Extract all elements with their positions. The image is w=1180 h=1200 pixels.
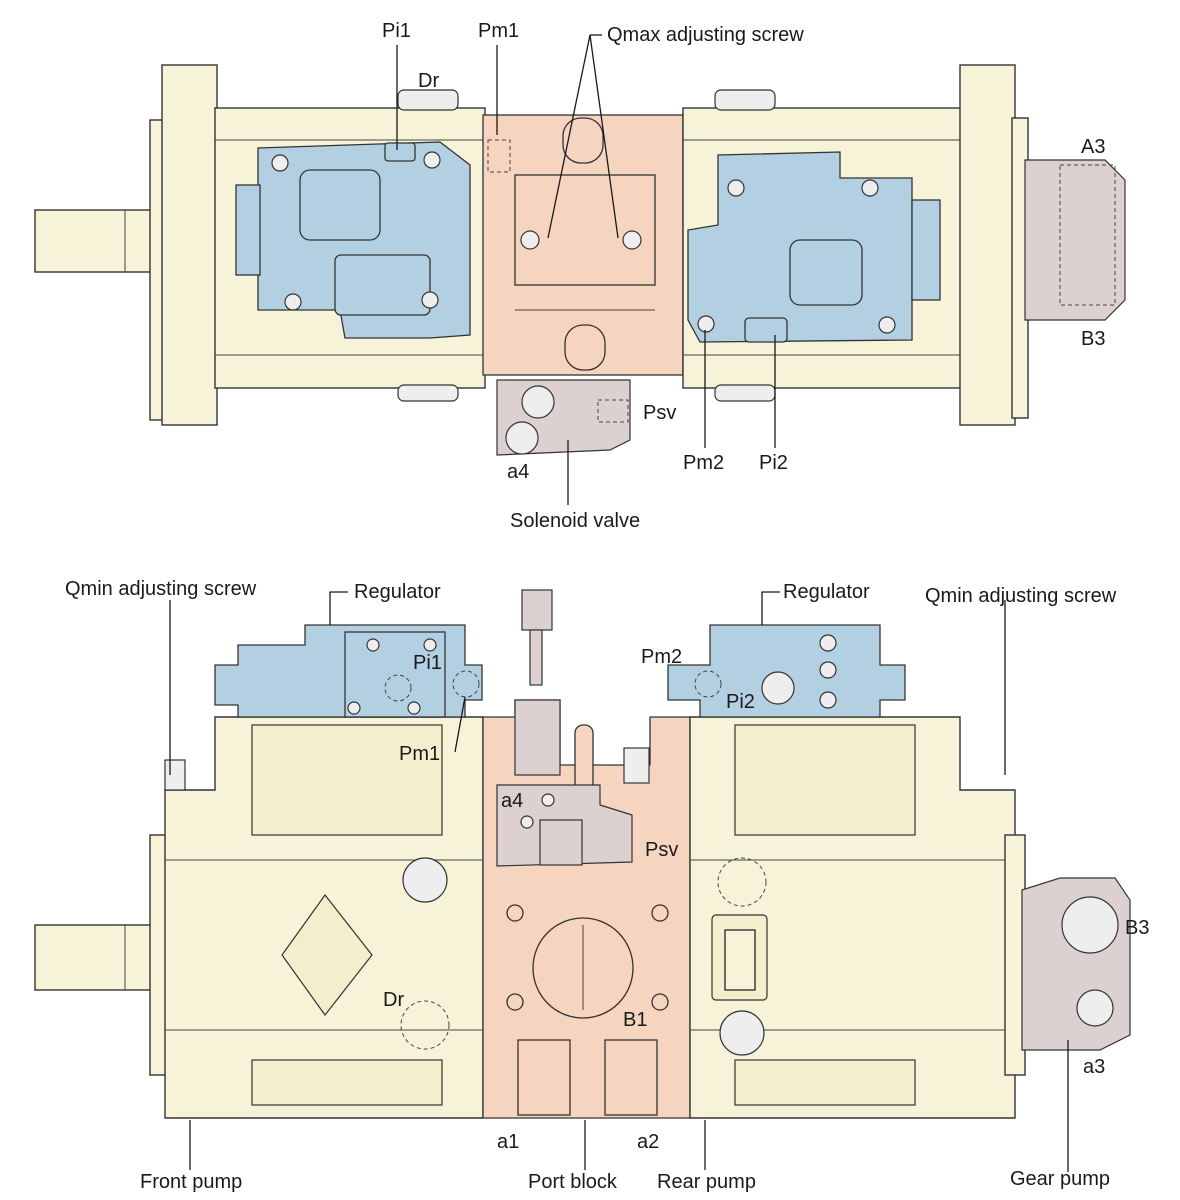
side-label-psv: Psv xyxy=(645,839,678,861)
top-label-psv: Psv xyxy=(643,402,676,424)
top-label-pm2: Pm2 xyxy=(683,452,724,474)
side-label-rear-pump: Rear pump xyxy=(657,1171,756,1193)
side-solenoid-connector xyxy=(521,589,553,631)
top-dr-boss xyxy=(397,89,459,111)
side-label-front-pump: Front pump xyxy=(140,1171,242,1193)
side-label-port-block: Port block xyxy=(528,1171,618,1193)
top-label-solenoid-valve: Solenoid valve xyxy=(510,510,640,532)
side-label-b1: B1 xyxy=(623,1009,647,1031)
side-label-a4: a4 xyxy=(501,790,523,812)
side-label-dr: Dr xyxy=(383,989,404,1011)
side-label-regulator-left: Regulator xyxy=(354,581,441,603)
side-label-a3: a3 xyxy=(1083,1056,1105,1078)
top-gear-pump xyxy=(1024,159,1126,321)
side-front-oval-port xyxy=(281,893,373,1017)
top-label-a3: A3 xyxy=(1081,136,1105,158)
top-label-qmax: Qmax adjusting screw xyxy=(607,24,804,46)
top-label-a4: a4 xyxy=(507,461,529,483)
side-label-qmin-left: Qmin adjusting screw xyxy=(65,578,257,600)
top-drive-shaft xyxy=(34,209,156,273)
top-label-b3: B3 xyxy=(1081,328,1105,350)
top-label-pm1: Pm1 xyxy=(478,20,519,42)
side-label-pi2: Pi2 xyxy=(726,691,755,713)
top-label-pi2: Pi2 xyxy=(759,452,788,474)
side-view: Qmin adjusting screw Regulator Regulator… xyxy=(34,578,1149,1193)
side-label-a1: a1 xyxy=(497,1131,519,1153)
top-view: Pi1 Pm1 Dr Qmax adjusting screw A3 B3 Ps… xyxy=(34,20,1126,532)
side-rear-regulator xyxy=(667,624,906,718)
side-label-regulator-right: Regulator xyxy=(783,581,870,603)
side-label-qmin-right: Qmin adjusting screw xyxy=(925,585,1117,607)
side-drive-shaft xyxy=(34,924,156,991)
top-front-flange xyxy=(161,64,218,426)
top-rear-flange xyxy=(959,64,1016,426)
side-label-pi1: Pi1 xyxy=(413,652,442,674)
top-label-pi1: Pi1 xyxy=(382,20,411,42)
side-label-pm2: Pm2 xyxy=(641,646,682,668)
side-label-b3: B3 xyxy=(1125,917,1149,939)
top-label-dr: Dr xyxy=(418,70,439,92)
side-label-pm1: Pm1 xyxy=(399,743,440,765)
side-label-gear-pump: Gear pump xyxy=(1010,1168,1110,1190)
side-label-a2: a2 xyxy=(637,1131,659,1153)
